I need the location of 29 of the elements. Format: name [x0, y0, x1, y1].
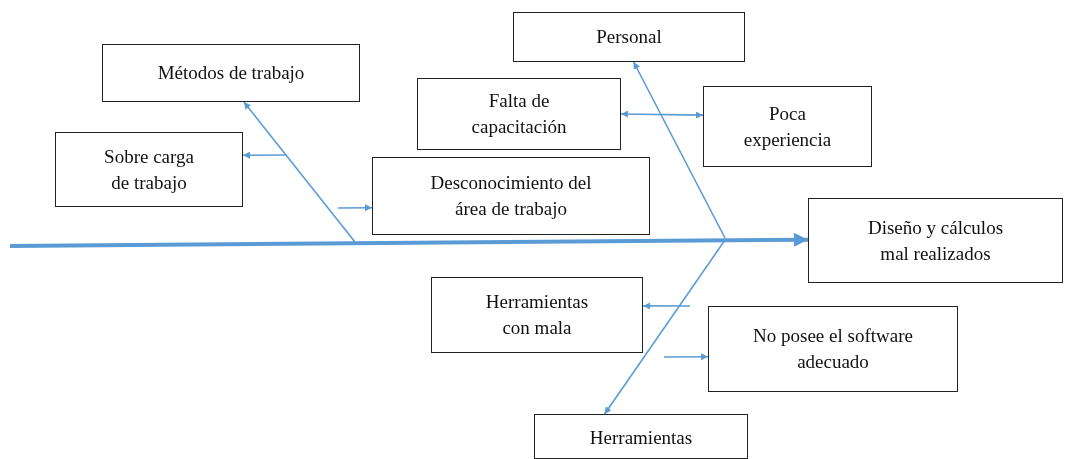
cause-label: Herramientas con mala [484, 290, 590, 340]
cause-box [372, 157, 650, 235]
cause-label: No posee el software adecuado [752, 324, 914, 374]
arrow [243, 101, 356, 243]
cause-box [102, 44, 360, 102]
cause-box [534, 414, 748, 459]
cause-label: Personal [596, 25, 662, 50]
cause-label: Poca experiencia [742, 101, 833, 152]
arrow [663, 353, 709, 361]
cause-box [417, 78, 621, 150]
cause-label: Desconocimiento del área de trabajo [429, 171, 593, 221]
cause-label: Herramientas [589, 426, 693, 450]
arrow [603, 239, 726, 415]
cause-box [708, 306, 958, 392]
cause-label: Sobre carga de trabajo [103, 144, 195, 195]
cause-label: Falta de capacitación [470, 89, 568, 139]
main-spine-arrow [10, 232, 808, 248]
cause-box [703, 86, 872, 167]
arrow [632, 61, 726, 239]
cause-box [808, 198, 1063, 283]
cause-label: Diseño y cálculos mal realizados [866, 215, 1005, 266]
arrow [242, 151, 288, 159]
cause-box [431, 277, 643, 353]
cause-label: Métodos de trabajo [157, 61, 305, 86]
arrow [337, 204, 373, 212]
arrow [642, 302, 691, 310]
cause-box [513, 12, 745, 62]
cause-box [55, 132, 243, 207]
arrow [620, 110, 704, 119]
